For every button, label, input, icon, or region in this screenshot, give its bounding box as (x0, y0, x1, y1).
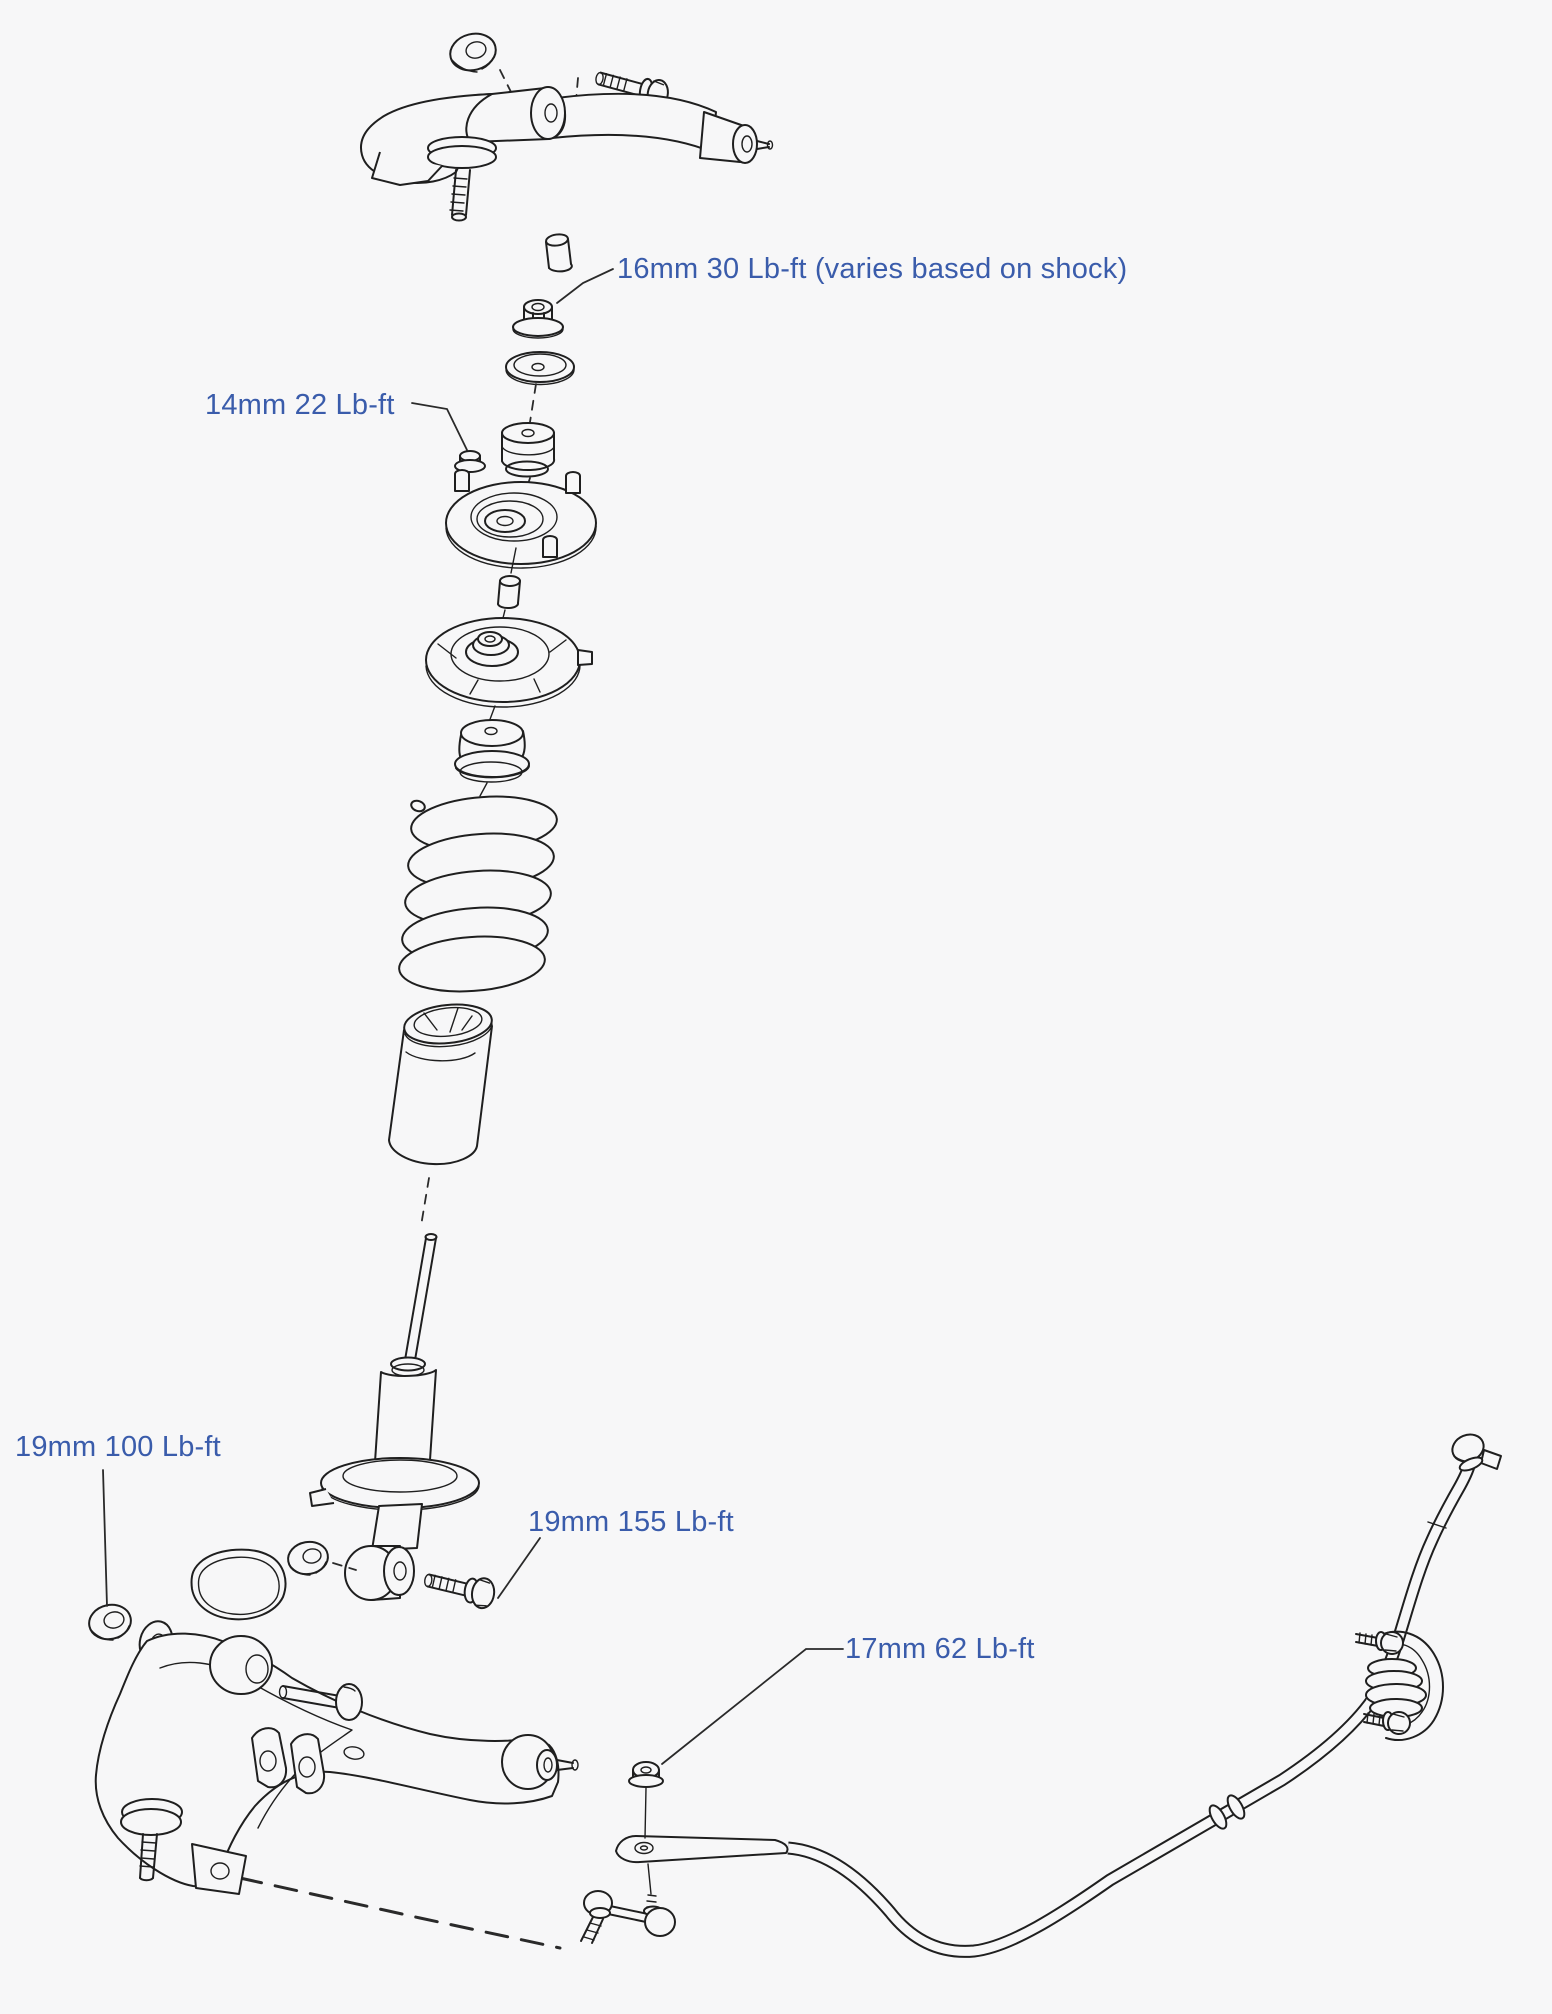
leader-19mm-100 (102, 1469, 108, 1607)
stem-bushing (501, 422, 556, 478)
arm-gasket (190, 1548, 287, 1621)
coil-spring (398, 795, 558, 993)
end-link (580, 1890, 676, 1944)
torque-label-16mm: 16mm 30 Lb-ft (varies based on shock) (617, 253, 1128, 285)
spring-isolator (454, 719, 530, 797)
dust-boot (388, 1003, 493, 1166)
stack-axis-1 (529, 383, 537, 423)
end-link-arm (615, 1835, 789, 1864)
shock-absorber (309, 1233, 480, 1601)
lower-control-arm (94, 1632, 579, 1895)
leader-14mm (411, 402, 468, 451)
lower-shock-axis (332, 1562, 357, 1571)
upper-control-arm (360, 86, 774, 222)
bracket-bolt-lower (1363, 1711, 1411, 1735)
leader-16mm (556, 268, 614, 304)
sway-bar (615, 1433, 1502, 1958)
lower-shock-bolt (424, 1573, 496, 1610)
upper-arm-nut (449, 32, 497, 73)
arm-nut (88, 1603, 132, 1641)
arm-pivot-bolt (278, 1683, 363, 1721)
upper-arm-nut-axis (499, 69, 513, 95)
sway-bar-end-cap (1451, 1433, 1502, 1472)
torque-label-19mm-155: 19mm 155 Lb-ft (528, 1506, 734, 1538)
sway-bar-bushing-bracket (1355, 1630, 1444, 1741)
boot-axis (420, 1177, 430, 1227)
leader-17mm (661, 1648, 844, 1765)
retainer-washer (505, 351, 575, 386)
upper-spring-seat (425, 617, 593, 723)
shock-top-nut (512, 299, 564, 339)
ball-joint-stud (139, 1833, 158, 1882)
upper-shock-mount (445, 469, 597, 574)
mount-nut (454, 450, 486, 473)
torque-label-14mm: 14mm 22 Lb-ft (205, 389, 395, 421)
bracket-bolt-upper (1355, 1631, 1404, 1655)
lower-shock-nut (287, 1540, 329, 1576)
shock-stem-pin (545, 233, 573, 273)
assembly-dashed-line (238, 1876, 562, 1950)
end-link-nut (628, 1761, 664, 1788)
torque-label-19mm-100: 19mm 100 Lb-ft (15, 1431, 221, 1463)
leader-19mm-155 (497, 1537, 541, 1599)
torque-label-17mm: 17mm 62 Lb-ft (845, 1633, 1035, 1665)
